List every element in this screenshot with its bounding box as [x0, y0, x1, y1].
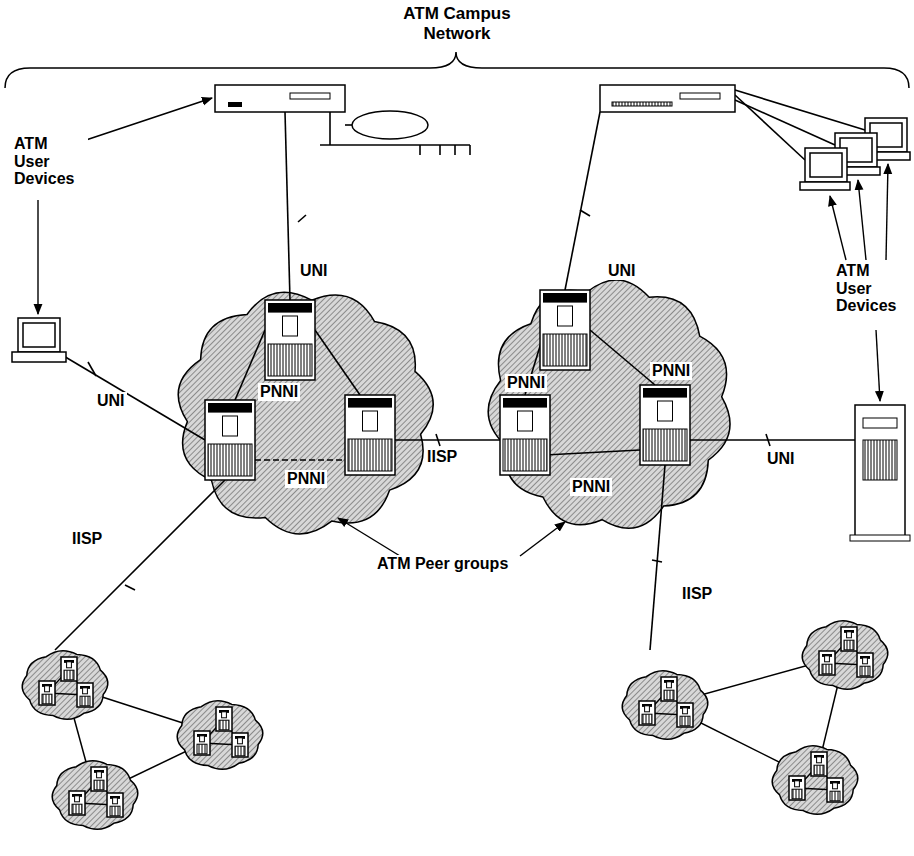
atm-switch [69, 791, 85, 815]
atm-switch [39, 681, 55, 705]
links [55, 90, 865, 650]
peer-group-cloud [22, 651, 108, 719]
link-label: UNI [95, 392, 127, 410]
peer-group-clouds [22, 280, 888, 829]
atm-switch [827, 778, 843, 802]
atm-switch [857, 653, 873, 677]
atm-switch [640, 385, 690, 465]
atm-switch [345, 395, 395, 475]
atm-switch [819, 651, 835, 675]
peer-group-cloud [178, 292, 433, 534]
link-label: ATM User Devices [12, 135, 88, 188]
link-label: IISP [70, 530, 104, 548]
atm-switch [205, 400, 255, 480]
top-left-device [215, 85, 345, 112]
link-label: PNNI [570, 478, 612, 496]
peer-group-cloud [488, 280, 730, 528]
atm-switches [39, 290, 873, 817]
ring-network [352, 111, 428, 139]
link-label: UNI [765, 450, 797, 468]
top-right-device [600, 85, 735, 112]
link-label: PNNI [505, 374, 547, 392]
atm-switch [107, 793, 123, 817]
laptop [12, 318, 66, 362]
link-label: PNNI [650, 362, 692, 380]
callout-arrows [38, 98, 888, 556]
link-label: PNNI [258, 383, 300, 401]
atm-switch [789, 776, 805, 800]
atm-switch [91, 767, 107, 791]
link-label: UNI [298, 262, 330, 280]
link-label: IISP [680, 585, 714, 603]
atm-switch [77, 683, 93, 707]
peer-group-cloud [802, 621, 888, 689]
peer-group-cloud [622, 671, 708, 739]
peer-group-cloud [52, 761, 138, 829]
atm-switch [194, 731, 210, 755]
peer-group-cloud [772, 746, 858, 814]
atm-switch [811, 752, 827, 776]
link-label: ATM Peer groups [375, 555, 510, 573]
atm-switch [216, 707, 232, 731]
atm-switch [265, 300, 315, 380]
workstations [800, 118, 910, 190]
atm-switch [232, 733, 248, 757]
atm-switch [61, 657, 77, 681]
atm-switch [540, 290, 590, 370]
server [850, 405, 910, 541]
atm-switch [677, 703, 693, 727]
diagram-title: ATM Campus Network [372, 4, 542, 45]
link-label: PNNI [285, 470, 327, 488]
atm-switch [500, 395, 550, 475]
atm-switch [639, 701, 655, 725]
link-label: IISP [425, 448, 459, 466]
brace [5, 52, 909, 88]
atm-switch [841, 627, 857, 651]
link-label: UNI [606, 262, 638, 280]
peer-group-cloud [177, 701, 263, 769]
link-label: ATM User Devices [834, 262, 910, 315]
atm-switch [661, 677, 677, 701]
